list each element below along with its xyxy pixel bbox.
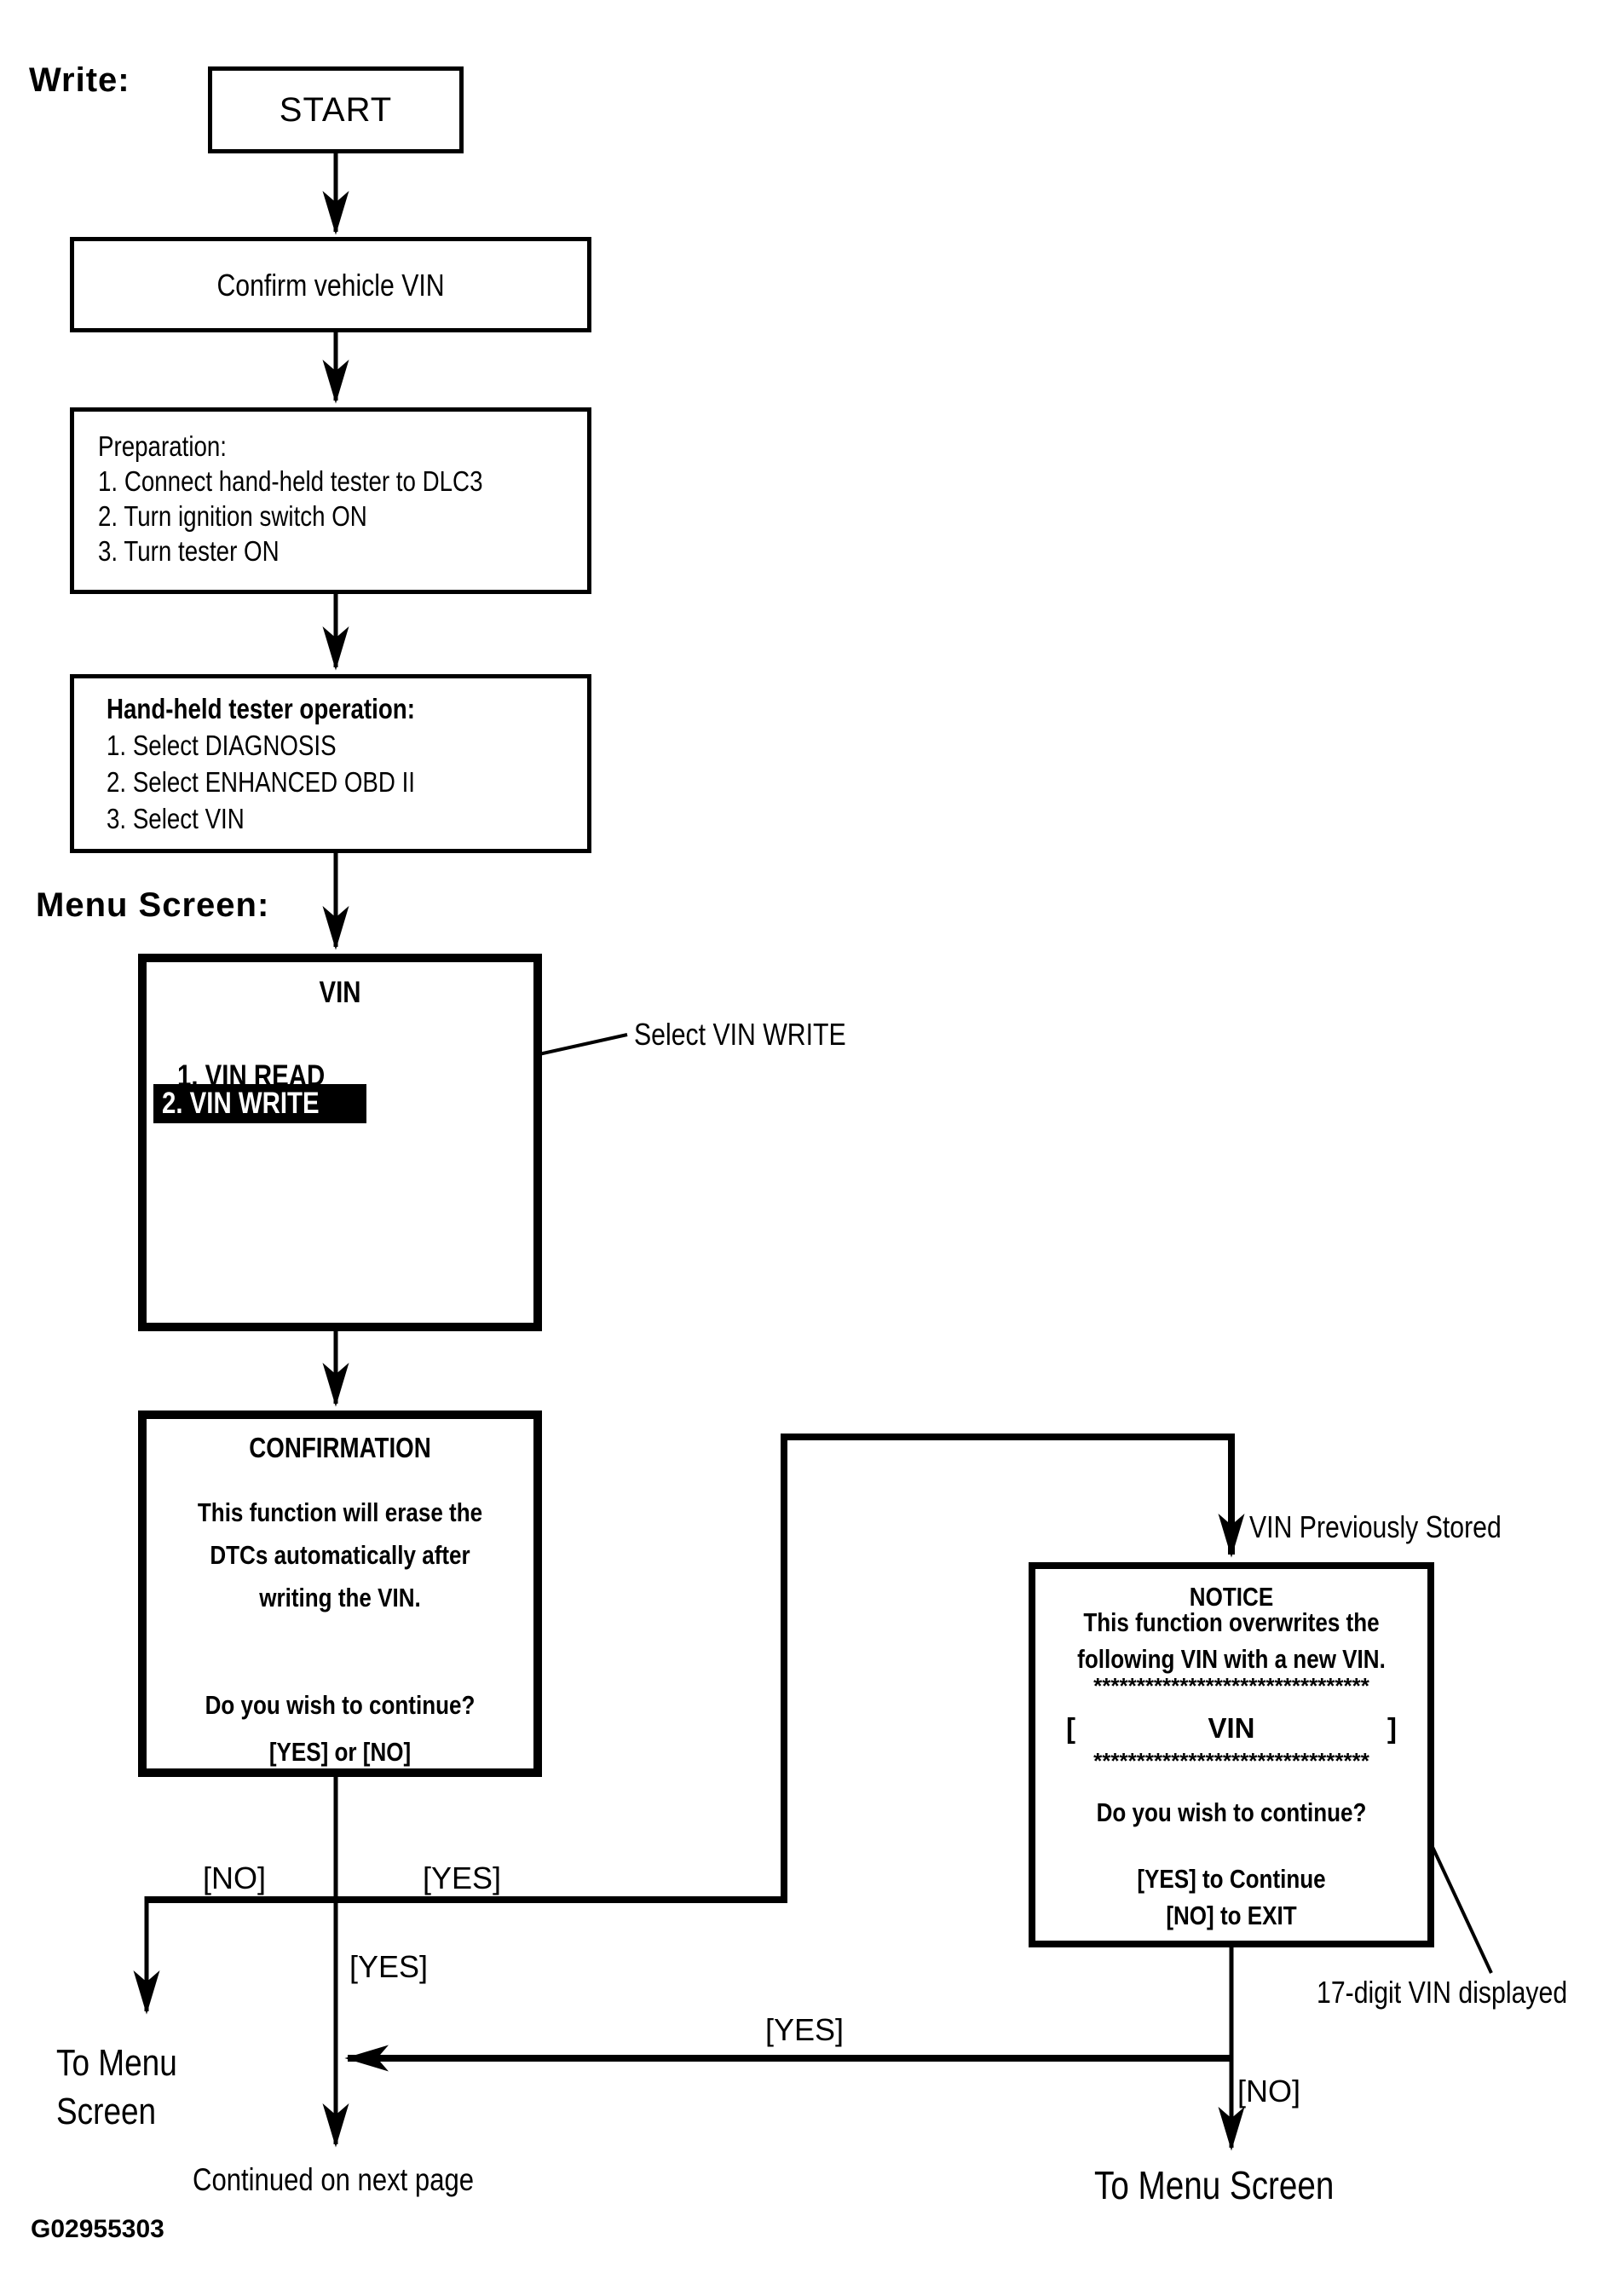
- tester-operation-box: Hand-held tester operation: 1. Select DI…: [70, 674, 591, 853]
- confirmation-question: Do you wish to continue?: [205, 1690, 476, 1720]
- notice-bracket-close: ]: [1387, 1712, 1397, 1744]
- notice-vin-label: VIN: [1208, 1712, 1255, 1744]
- notice-no-instruction: [NO] to EXIT: [1166, 1901, 1297, 1930]
- confirm-vin-box: Confirm vehicle VIN: [70, 237, 591, 332]
- branch-label-notice-yes: [YES]: [765, 2012, 845, 2047]
- to-menu-screen-left-line: Screen: [56, 2091, 157, 2132]
- to-menu-screen-right: To Menu Screen: [1094, 2163, 1335, 2207]
- select-vin-write-callout: Select VIN WRITE: [634, 1017, 846, 1052]
- start-box-label: START: [279, 90, 393, 129]
- to-menu-screen-left: To Menu Screen: [56, 2039, 177, 2136]
- tester-operation-title: Hand-held tester operation:: [107, 693, 415, 724]
- confirmation-body-line: DTCs automatically after: [210, 1540, 470, 1570]
- notice-yes-instruction: [YES] to Continue: [1137, 1864, 1326, 1894]
- notice-stars-bottom: ********************************: [1093, 1748, 1369, 1774]
- confirmation-title: CONFIRMATION: [249, 1432, 431, 1463]
- preparation-title: Preparation:: [98, 430, 228, 462]
- confirmation-screen: CONFIRMATION This function will erase th…: [138, 1410, 542, 1777]
- branch-label-notice-no: [NO]: [1237, 2074, 1301, 2109]
- notice-vin-display: [ VIN ]: [1035, 1712, 1427, 1745]
- preparation-step: 1. Connect hand-held tester to DLC3: [98, 465, 483, 497]
- tester-operation-step: 1. Select DIAGNOSIS: [107, 730, 337, 761]
- confirmation-options: [YES] or [NO]: [268, 1737, 412, 1767]
- confirmation-body-line: writing the VIN.: [259, 1583, 421, 1612]
- menu-item-vin-write-highlight: 2. VIN WRITE: [153, 1084, 366, 1123]
- menu-item-vin-write: 2. VIN WRITE: [162, 1087, 320, 1120]
- preparation-step: 3. Turn tester ON: [98, 535, 280, 567]
- notice-question: Do you wish to continue?: [1096, 1797, 1367, 1827]
- confirmation-body-line: This function will erase the: [197, 1497, 483, 1527]
- branch-yes-to-notice: [781, 1434, 1245, 1903]
- vin-menu-screen: VIN 1. VIN READ 2. VIN WRITE: [138, 954, 542, 1331]
- figure-id: G02955303: [31, 2215, 164, 2243]
- notice-screen: NOTICE This function overwrites the foll…: [1029, 1562, 1434, 1947]
- 17-digit-vin-callout: 17-digit VIN displayed: [1317, 1975, 1568, 2010]
- branch-label-yes-continue: [YES]: [349, 1949, 429, 1984]
- branch-label-yes: [YES]: [423, 1860, 502, 1895]
- notice-stars-top: ********************************: [1093, 1673, 1369, 1699]
- tester-operation-step: 2. Select ENHANCED OBD II: [107, 766, 416, 798]
- notice-bracket-open: [: [1066, 1712, 1075, 1744]
- branch-label-no: [NO]: [203, 1860, 267, 1895]
- preparation-box: Preparation: 1. Connect hand-held tester…: [70, 407, 591, 594]
- notice-title: NOTICE: [1189, 1582, 1274, 1612]
- menu-screen-section-label: Menu Screen:: [36, 886, 270, 924]
- tester-operation-step: 3. Select VIN: [107, 803, 245, 834]
- write-section-label: Write:: [29, 61, 130, 99]
- confirm-vin-label: Confirm vehicle VIN: [216, 267, 445, 303]
- vin-previously-stored-label: VIN Previously Stored: [1249, 1509, 1502, 1544]
- notice-body-line: This function overwrites the: [1083, 1607, 1380, 1637]
- vin-menu-title: VIN: [319, 976, 361, 1009]
- continued-next-page-label: Continued on next page: [193, 2162, 475, 2197]
- notice-body-line: following VIN with a new VIN.: [1077, 1644, 1386, 1674]
- to-menu-screen-left-line: To Menu: [56, 2042, 177, 2084]
- preparation-step: 2. Turn ignition switch ON: [98, 500, 367, 532]
- start-box: START: [208, 66, 464, 153]
